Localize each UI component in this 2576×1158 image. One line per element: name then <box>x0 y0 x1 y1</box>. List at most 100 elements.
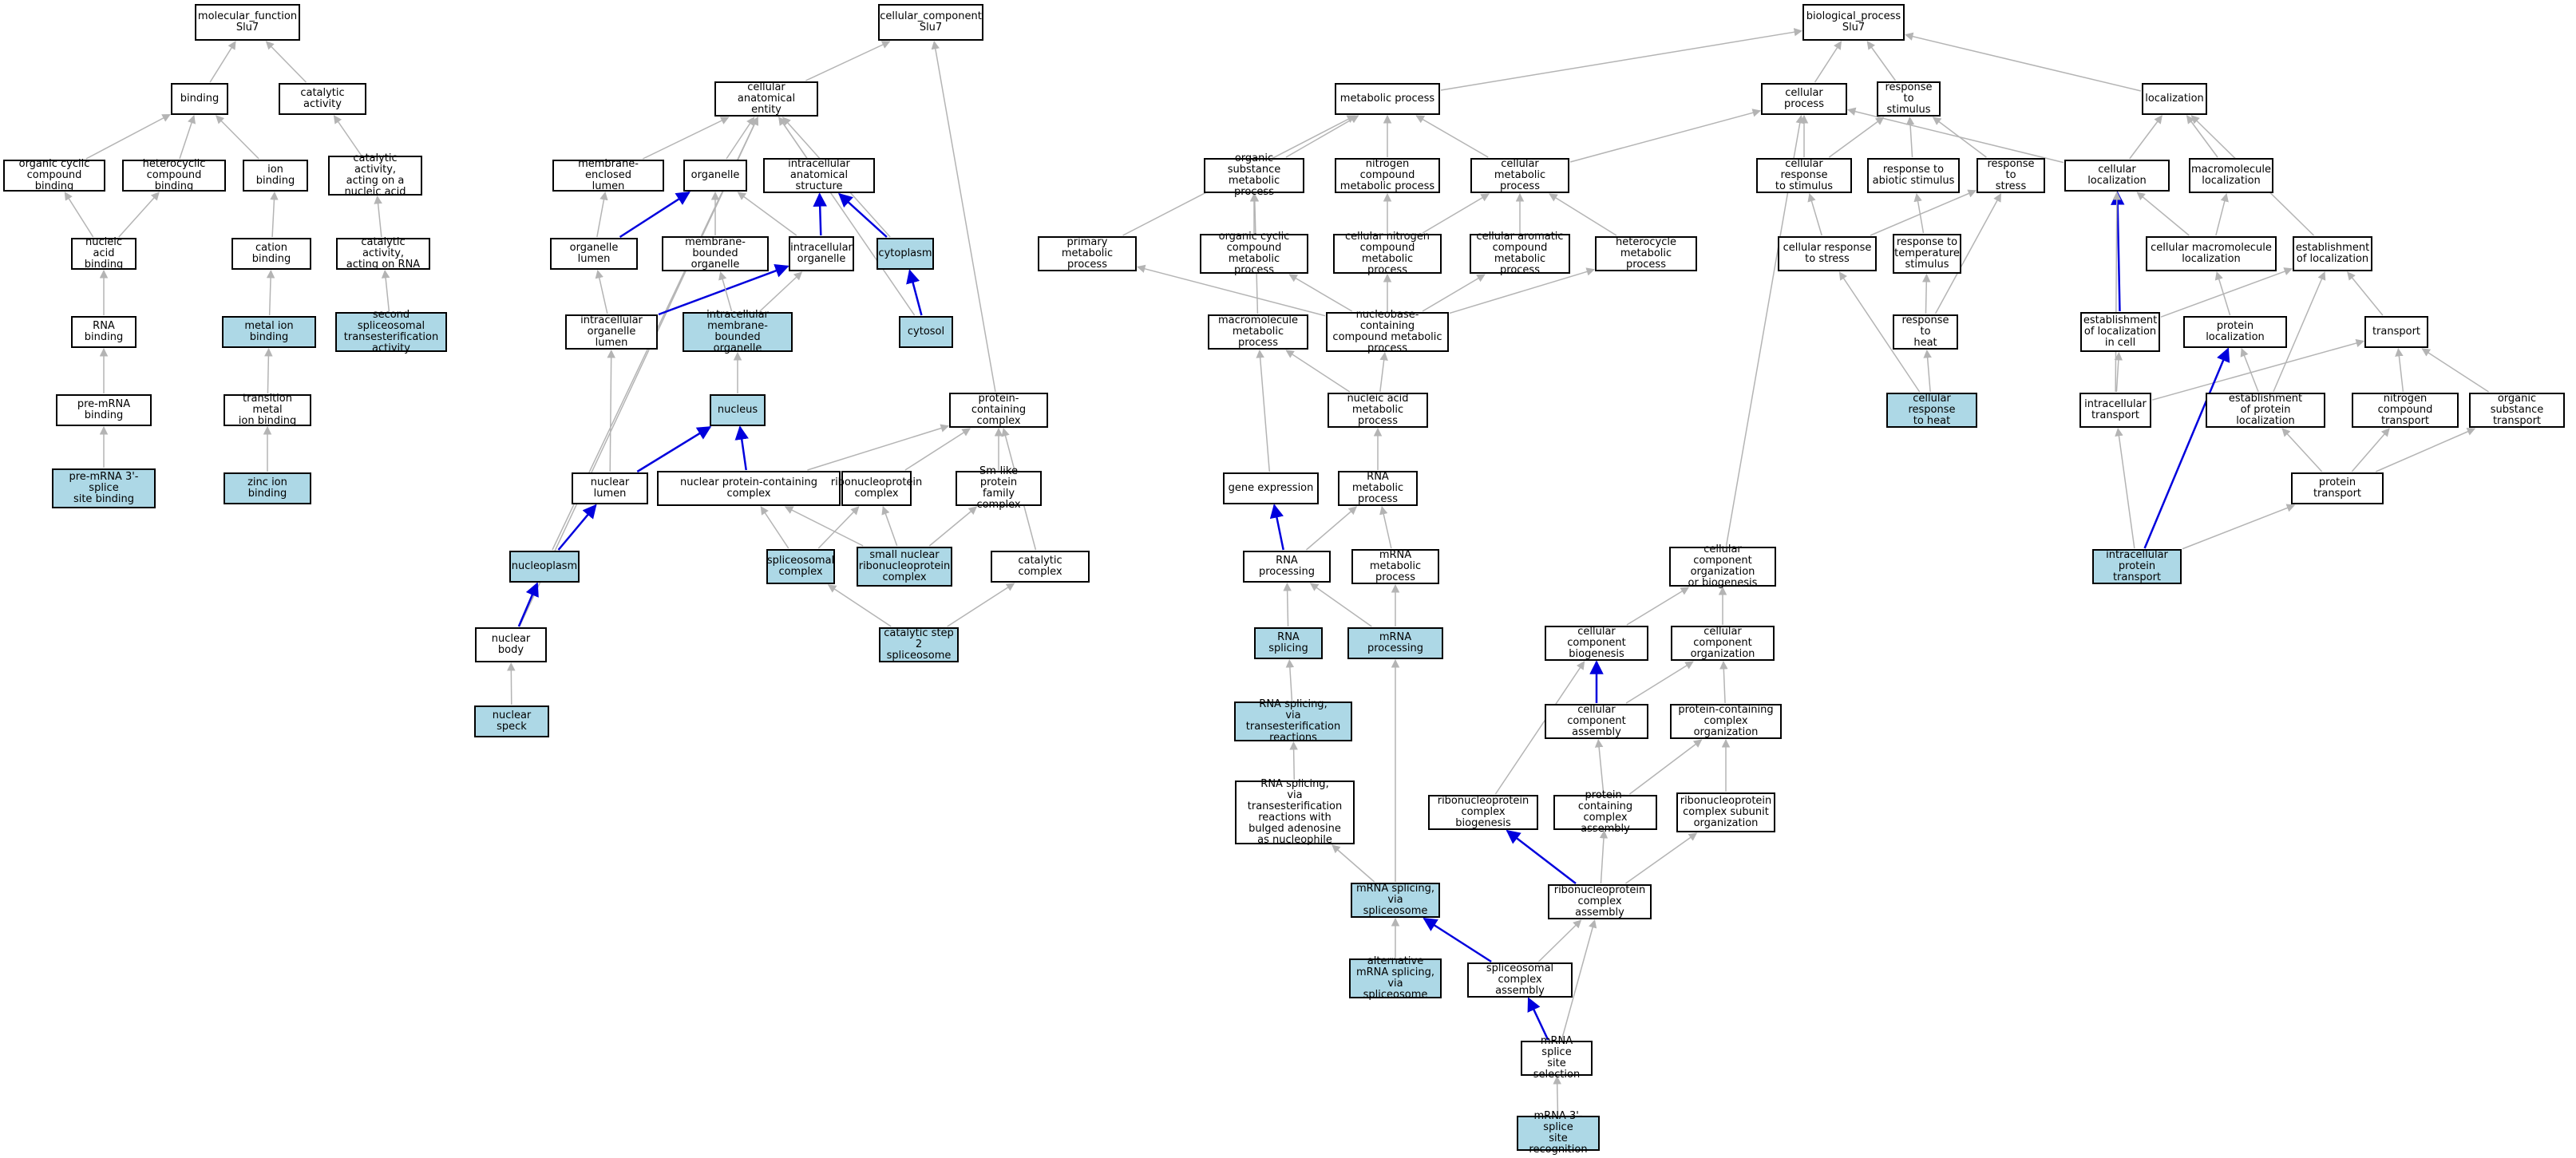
node-mrnamet: mRNA metabolic process <box>1351 549 1439 584</box>
edge-organelle-to-cae <box>726 117 755 160</box>
node-pcc: protein-containing complex <box>949 393 1048 428</box>
edge-rnaproc-to-rnamet <box>1305 506 1358 551</box>
node-estloccell: establishment of localization in cell <box>2080 312 2160 352</box>
node-metproc: metabolic process <box>1335 83 1440 115</box>
node-cellnitro: cellular nitrogen compound metabolic pro… <box>1333 231 1442 276</box>
node-ionb: ion binding <box>243 160 308 192</box>
node-bp: biological_process Slu7 <box>1802 4 1905 41</box>
edge-cellmet-to-cellproc <box>1569 109 1762 163</box>
node-nucspeck: nuclear speck <box>474 705 549 737</box>
node-spliceassembly: spliceosomal complex assembly <box>1467 962 1573 998</box>
edge-orglumen-to-organelle <box>619 191 690 239</box>
edge-local-to-bp <box>1904 32 2142 92</box>
node-cellrespstress: cellular response to stress <box>1778 236 1877 271</box>
edge-orgsub-to-metproc <box>1285 115 1359 158</box>
node-respheat: response to heat <box>1893 314 1958 350</box>
node-zinc: zinc ion binding <box>224 472 311 504</box>
edge-cytosol-to-cae <box>778 117 916 316</box>
edge-resptemp-to-respabio <box>1913 192 1925 234</box>
edge-spliceassembly-to-rnpassembly <box>1537 919 1582 962</box>
node-rnamet: RNA metabolic process <box>1338 471 1418 506</box>
node-pcassembly: protein-containing complex assembly <box>1553 790 1657 835</box>
edge-orgsubtrans-to-transport <box>2421 348 2489 393</box>
edge-ccassembly-to-ccorg <box>1625 661 1694 704</box>
node-cellloc: cellular localization <box>2064 160 2170 192</box>
edge-pcassembly-to-pcorg <box>1629 739 1703 795</box>
edge-spliceosomal-to-rnpc <box>817 506 860 549</box>
node-mrnaproc: mRNA processing <box>1347 627 1443 659</box>
edge-rnasplicing-to-rnaproc <box>1283 582 1292 627</box>
edge-nameta-to-nucbase <box>1379 351 1388 393</box>
node-rnasplte: RNA splicing, via transesterification re… <box>1234 699 1352 744</box>
edge-intratrans-to-estloccell <box>2114 351 2123 393</box>
edge-intratrans-to-cellloc <box>2112 191 2122 393</box>
node-respstress: response to stress <box>1977 158 2045 193</box>
edge-cellmacroloc-to-macroloc <box>2215 192 2229 236</box>
node-snrnp: small nuclear ribonucleoprotein complex <box>857 547 952 587</box>
node-rnpbio: ribonucleoprotein complex biogenesis <box>1428 795 1538 830</box>
node-catcomplex: catalytic complex <box>991 551 1090 583</box>
edge-respheat-to-resptemp <box>1922 273 1931 314</box>
edge-transport-to-estloc <box>2347 271 2384 316</box>
edge-rnasplbulged-to-rnasplte <box>1289 741 1298 781</box>
node-respstim: response to stimulus <box>1877 81 1941 117</box>
edge-npcc-to-nucleus <box>734 425 749 471</box>
node-nucbody: nuclear body <box>475 627 547 662</box>
node-intraprottrans: intracellular protein transport <box>2092 549 2182 584</box>
edge-cellmacroloc-to-cellloc <box>2136 192 2190 236</box>
edge-snrnp-to-rnpc <box>881 506 898 547</box>
node-ccob: cellular component organization or bioge… <box>1669 544 1776 589</box>
edge-nucbase-to-cellarom <box>1422 274 1486 312</box>
edge-respabio-to-respstim <box>1905 116 1915 158</box>
node-rnasplbulged: RNA splicing, via transesterification re… <box>1235 779 1355 846</box>
edge-cae-to-cc <box>805 41 891 81</box>
edge-metalb-to-cationb <box>266 269 275 316</box>
edge-nucbase-to-primet <box>1136 264 1326 317</box>
node-mrnasplsel: mRNA splice site selection <box>1521 1036 1593 1081</box>
node-binding: binding <box>171 83 228 115</box>
node-rnasplicing: RNA splicing <box>1254 627 1323 659</box>
node-cytosol: cytosol <box>899 316 953 348</box>
node-nab: nucleic acid binding <box>71 237 137 271</box>
node-orgcycmet: organic cyclic compound metabolic proces… <box>1200 231 1308 276</box>
edge-snrnp-to-smlike <box>928 506 978 547</box>
node-smlike: Sm-like protein family complex <box>956 466 1042 511</box>
edge-cellrespstress-to-cellresp <box>1807 192 1822 236</box>
node-organelle: organelle <box>683 160 747 192</box>
node-hetcyc: heterocyclic compound binding <box>122 159 226 192</box>
node-estloc: establishment of localization <box>2293 236 2372 271</box>
node-cae: cellular anatomical entity <box>714 81 818 117</box>
edge-imbo-to-mbo <box>718 271 733 312</box>
edge-nameta-to-macromet <box>1285 350 1351 393</box>
edge-rnasplte-to-rnasplicing <box>1285 658 1295 702</box>
node-orgsubtrans: organic substance transport <box>2469 393 2565 428</box>
node-nameta: nucleic acid metabolic process <box>1328 393 1428 428</box>
edge-ccbio-to-ccob <box>1626 587 1690 626</box>
node-orglumen: organelle lumen <box>550 238 638 270</box>
node-catrna: catalytic activity, acting on RNA <box>336 237 430 271</box>
edge-respstim-to-bp <box>1866 41 1897 81</box>
edge-estloccell-to-cellloc <box>2111 191 2125 312</box>
node-mrna3rec: mRNA 3'-splice site recognition <box>1517 1111 1600 1156</box>
edge-hetmet-to-cellmet <box>1549 193 1617 236</box>
edge-npcc-to-pcc <box>807 424 950 471</box>
node-cellproc: cellular process <box>1761 83 1847 115</box>
node-nucleoplasm: nucleoplasm <box>509 551 580 583</box>
node-rnpsuborg: ribonucleoprotein complex subunit organi… <box>1676 792 1775 832</box>
edge-mrnasplsel-to-spliceassembly <box>1527 997 1549 1041</box>
node-orgsub: organic substance metabolic process <box>1204 153 1304 198</box>
edge-ionb-to-binding <box>216 115 259 160</box>
edge-rnpbio-to-ccbio <box>1494 661 1585 795</box>
edge-respheat-to-respstress <box>1934 193 2002 314</box>
node-iol: intracellular organelle lumen <box>565 314 658 350</box>
edge-spliceassembly-to-mrnaspl <box>1423 917 1492 963</box>
node-catna: catalytic activity, acting on a nucleic … <box>328 153 422 198</box>
node-geneexp: gene expression <box>1223 472 1319 504</box>
node-ccassembly: cellular component assembly <box>1545 704 1648 739</box>
edge-cationb-to-ionb <box>270 191 279 238</box>
edge-catstep2-to-catcomplex <box>947 583 1015 627</box>
node-io: intracellular organelle <box>789 236 854 271</box>
node-nitrotrans: nitrogen compound transport <box>2352 393 2459 428</box>
edge-nab-to-hetcyc <box>118 192 160 238</box>
